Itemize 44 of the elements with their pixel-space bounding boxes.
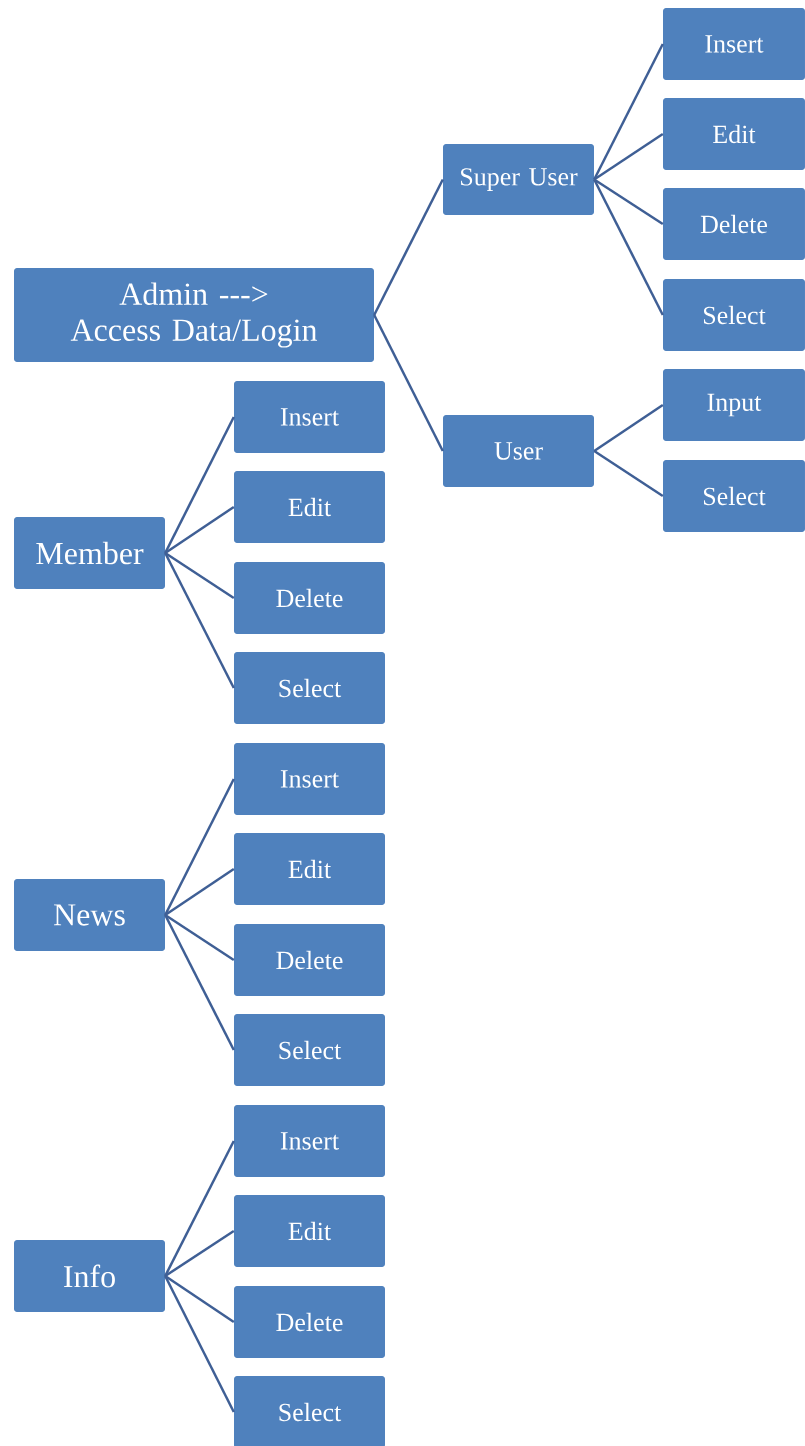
process-box: Edit (234, 833, 385, 905)
process-box: Insert (663, 8, 805, 80)
process-box: News (14, 879, 165, 951)
process-box: Select (663, 279, 805, 351)
connector-line (373, 178, 444, 316)
process-box: Delete (234, 1286, 385, 1358)
process-box: Super User (443, 144, 594, 215)
process-box: Member (14, 517, 165, 589)
process-box: Insert (234, 381, 385, 453)
connector-line (593, 132, 664, 181)
connector-line (164, 1229, 235, 1278)
connector-line (164, 416, 235, 554)
process-box: Delete (663, 188, 805, 260)
process-box: Insert (234, 1105, 385, 1177)
process-box: Select (234, 1376, 385, 1446)
connector-line (593, 178, 664, 316)
connector-line (164, 1140, 235, 1277)
process-box: Select (234, 652, 385, 724)
connector-line (164, 778, 235, 916)
connector-line (164, 867, 235, 917)
process-box: Edit (663, 98, 805, 170)
process-box: Admin ---> Access Data/Login (14, 268, 374, 362)
connector-line (164, 552, 235, 689)
connector-line (593, 43, 664, 181)
process-box: Edit (234, 471, 385, 543)
connector-line (593, 449, 664, 498)
connector-line (593, 403, 664, 453)
process-box: Delete (234, 924, 385, 996)
process-box: User (443, 415, 594, 487)
connector-line (373, 314, 444, 452)
process-box: Select (663, 460, 805, 532)
process-box: Delete (234, 562, 385, 634)
process-box: Insert (234, 743, 385, 815)
connector-line (164, 913, 235, 962)
connector-line (164, 914, 235, 1051)
process-box: Info (14, 1240, 165, 1312)
process-box: Input (663, 369, 805, 441)
connector-line (593, 178, 664, 226)
connector-line (164, 1274, 235, 1324)
process-box: Edit (234, 1195, 385, 1267)
connector-line (164, 505, 235, 555)
process-box: Select (234, 1014, 385, 1086)
connector-line (164, 551, 235, 600)
connector-line (164, 1275, 235, 1413)
